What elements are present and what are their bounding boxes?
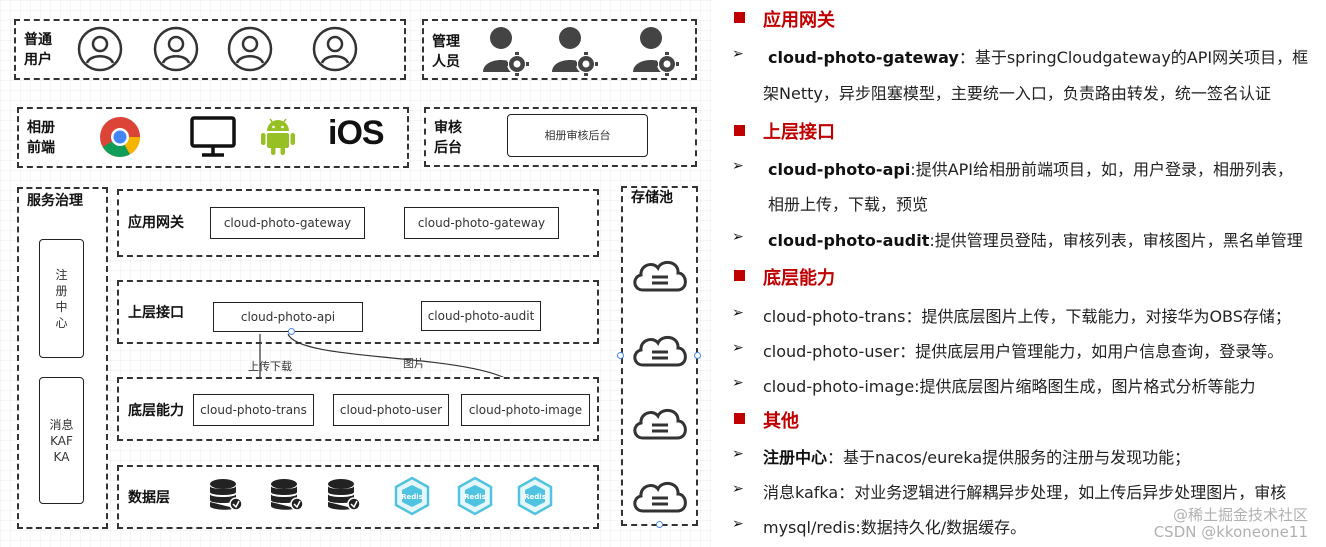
bullet-arrow: ➢ bbox=[732, 516, 744, 532]
desc-line: 消息kafka：对业务逻辑进行解耦异步处理，如上传后异步处理图片，审核 bbox=[763, 483, 1287, 502]
bullet-arrow: ➢ bbox=[732, 158, 744, 174]
upload-download-label: 上传下载 bbox=[248, 360, 292, 373]
watermark: @稀土掘金技术社区 CSDN @kkoneone11 bbox=[1154, 507, 1308, 541]
admins-label: 管理 人员 bbox=[432, 34, 460, 70]
section-title-other: 其他 bbox=[763, 411, 799, 432]
image-service-box: cloud-photo-image bbox=[461, 394, 590, 426]
cloud-storage-icon bbox=[633, 408, 687, 440]
admin-gear-icon bbox=[552, 27, 598, 76]
admin-gear-icon bbox=[483, 27, 529, 76]
bullet-arrow: ➢ bbox=[732, 46, 744, 62]
section-marker bbox=[734, 12, 745, 23]
connector-handle bbox=[694, 352, 701, 359]
connector-handle bbox=[617, 352, 624, 359]
desc-line: cloud-photo-trans：提供底层图片上传，下载能力，对接华为OBS存… bbox=[763, 307, 1291, 326]
cloud-storage-icon bbox=[633, 335, 687, 367]
cloud-storage-icon bbox=[633, 260, 687, 292]
bullet-arrow: ➢ bbox=[732, 375, 744, 391]
database-icon bbox=[271, 479, 304, 511]
desc-line: cloud-photo-gateway：基于springCloudgateway… bbox=[768, 48, 1309, 67]
redis-icon: Redis bbox=[394, 476, 430, 516]
bullet-arrow: ➢ bbox=[732, 481, 744, 497]
cloud-storage-icon bbox=[633, 481, 687, 513]
database-icon bbox=[210, 479, 243, 511]
bullet-arrow: ➢ bbox=[732, 229, 744, 245]
bullet-arrow: ➢ bbox=[732, 305, 744, 321]
data-layer-label: 数据层 bbox=[128, 490, 170, 506]
admin-gear-icon bbox=[633, 27, 679, 76]
section-title-upper: 上层接口 bbox=[763, 122, 835, 143]
storage-label: 存储池 bbox=[631, 190, 673, 206]
section-title-gateway: 应用网关 bbox=[763, 10, 835, 31]
frontend-label: 相册 前端 bbox=[27, 120, 55, 156]
redis-text: Redis bbox=[464, 493, 486, 501]
android-icon bbox=[261, 118, 295, 155]
monitor-icon bbox=[190, 116, 236, 157]
desc-line: cloud-photo-audit:提供管理员登陆，审核列表，审核图片，黑名单管… bbox=[768, 231, 1303, 250]
desc-line: 注册中心：基于nacos/eureka提供服务的注册与发现功能； bbox=[763, 448, 1191, 467]
desc-line-cont: 相册上传，下载，预览 bbox=[768, 195, 929, 214]
diagram-canvas-grid bbox=[0, 0, 712, 547]
redis-icon: Redis bbox=[517, 476, 553, 516]
governance-label: 服务治理 bbox=[27, 193, 83, 209]
review-label: 审核 后台 bbox=[434, 120, 462, 156]
section-marker bbox=[734, 413, 745, 424]
connector-handle bbox=[288, 328, 295, 335]
database-icon bbox=[328, 479, 361, 511]
review-backend-box: 相册审核后台 bbox=[507, 114, 648, 157]
connector-handle bbox=[656, 521, 663, 528]
desc-line: cloud-photo-user：提供底层用户管理能力，如用户信息查询，登录等。 bbox=[763, 342, 1284, 361]
user-icon bbox=[77, 26, 123, 72]
user-service-box: cloud-photo-user bbox=[333, 394, 449, 426]
bullet-arrow: ➢ bbox=[732, 446, 744, 462]
user-icon bbox=[312, 26, 358, 72]
desc-line: mysql/redis:数据持久化/数据缓存。 bbox=[763, 518, 1027, 537]
section-title-lower: 底层能力 bbox=[763, 268, 835, 289]
kafka-box: 消息 KAF KA bbox=[39, 377, 84, 504]
redis-icon: Redis bbox=[457, 476, 493, 516]
desc-line: cloud-photo-image:提供底层图片缩略图生成，图片格式分析等能力 bbox=[763, 377, 1256, 396]
redis-text: Redis bbox=[524, 493, 546, 501]
upper-interface-label: 上层接口 bbox=[128, 305, 184, 321]
desc-line: cloud-photo-api:提供API给相册前端项目，如，用户登录，相册列表… bbox=[768, 160, 1294, 179]
gateway-box-1: cloud-photo-gateway bbox=[210, 207, 365, 239]
image-arrow-label: 图片 bbox=[403, 357, 425, 370]
user-icon bbox=[227, 26, 273, 72]
audit-box: cloud-photo-audit bbox=[421, 301, 541, 331]
section-marker bbox=[734, 270, 745, 281]
registry-center-box: 注 册 中 心 bbox=[39, 239, 84, 358]
watermark-line-2: CSDN @kkoneone11 bbox=[1153, 523, 1308, 541]
watermark-line-1: @稀土掘金技术社区 bbox=[1172, 506, 1308, 524]
gateway-box-2: cloud-photo-gateway bbox=[404, 207, 559, 239]
api-box: cloud-photo-api bbox=[213, 302, 363, 332]
gateway-label: 应用网关 bbox=[128, 215, 184, 231]
redis-text: Redis bbox=[401, 493, 423, 501]
ios-icon: iOS bbox=[328, 114, 385, 152]
desc-line-cont: 架Netty，异步阻塞模型，主要统一入口，负责路由转发，统一签名认证 bbox=[763, 84, 1271, 103]
chrome-icon bbox=[100, 117, 140, 157]
lower-capability-label: 底层能力 bbox=[128, 403, 184, 419]
section-marker bbox=[734, 125, 745, 136]
users-label: 普通 用户 bbox=[24, 32, 52, 68]
bullet-arrow: ➢ bbox=[732, 340, 744, 356]
trans-box: cloud-photo-trans bbox=[193, 394, 314, 426]
user-icon bbox=[153, 26, 199, 72]
